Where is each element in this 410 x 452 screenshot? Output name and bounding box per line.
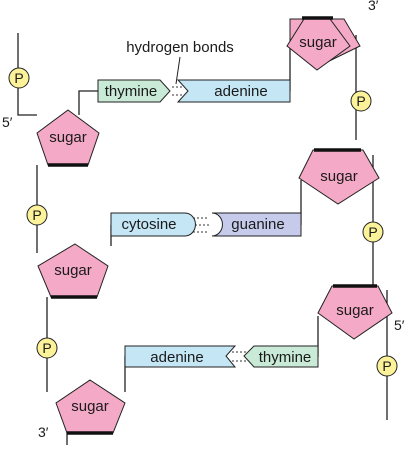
sugar-right-2: sugar bbox=[298, 148, 380, 205]
hydrogen-bonds-1 bbox=[172, 86, 186, 96]
phosphate-right-3: P bbox=[376, 355, 398, 377]
svg-text:guanine: guanine bbox=[231, 216, 284, 233]
base-cytosine: cytosine bbox=[110, 212, 196, 237]
svg-text:P: P bbox=[14, 70, 23, 86]
sugar-label: sugar bbox=[299, 34, 337, 51]
end-label-3-bottom-left: 3′ bbox=[38, 424, 49, 440]
svg-text:thymine: thymine bbox=[259, 349, 312, 366]
svg-text:P: P bbox=[32, 207, 41, 223]
svg-text:adenine: adenine bbox=[150, 349, 203, 366]
connector-thymine-top bbox=[78, 90, 98, 115]
sugar-label: sugar bbox=[49, 129, 87, 146]
end-label-3-top-right: 3′ bbox=[368, 0, 379, 13]
svg-text:adenine: adenine bbox=[214, 83, 267, 100]
end-label-5-right: 5′ bbox=[394, 317, 405, 333]
sugar-label: sugar bbox=[336, 302, 374, 319]
hydrogen-bonds-2 bbox=[193, 217, 209, 233]
base-guanine: guanine bbox=[211, 212, 302, 237]
svg-text:P: P bbox=[382, 358, 391, 374]
svg-text:P: P bbox=[368, 224, 377, 240]
sugar-left-2: sugar bbox=[37, 243, 109, 299]
hydrogen-bonds-pointer bbox=[175, 56, 181, 85]
base-thymine-top: thymine bbox=[97, 79, 171, 103]
left-backbone-sugar1 bbox=[17, 95, 37, 116]
svg-text:P: P bbox=[356, 93, 365, 109]
phosphate-right-2: P bbox=[362, 221, 384, 243]
sugar-label: sugar bbox=[320, 168, 358, 185]
base-adenine-top: adenine bbox=[176, 79, 291, 103]
sugar-label: sugar bbox=[54, 262, 92, 279]
sugar-right-3: sugar bbox=[317, 284, 393, 340]
sugar-label: sugar bbox=[71, 398, 109, 415]
svg-text:P: P bbox=[42, 340, 51, 356]
hydrogen-bonds-label: hydrogen bonds bbox=[126, 39, 234, 56]
svg-text:thymine: thymine bbox=[105, 83, 158, 100]
phosphate-left-1: P bbox=[8, 67, 30, 89]
phosphate-left-3: P bbox=[36, 337, 58, 359]
sugar-left-1: sugar bbox=[36, 109, 100, 167]
sugar-left-3: sugar bbox=[55, 379, 126, 435]
sugar-top-right: sugar bbox=[286, 16, 361, 71]
phosphate-right-1: P bbox=[350, 90, 372, 112]
phosphate-left-2: P bbox=[26, 204, 48, 226]
base-adenine-bottom: adenine bbox=[124, 345, 237, 368]
base-thymine-bottom: thymine bbox=[243, 345, 319, 368]
end-label-5-left: 5′ bbox=[2, 114, 13, 130]
svg-text:cytosine: cytosine bbox=[121, 216, 176, 233]
